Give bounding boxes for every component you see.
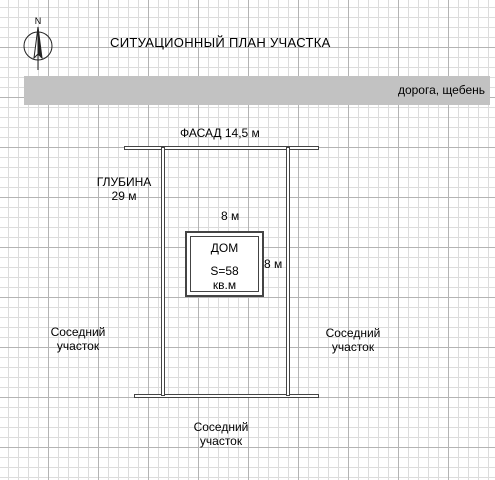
facade-label: ФАСАД 14,5 м: [180, 126, 260, 140]
house-inner-wall: [190, 236, 259, 292]
neighbor-bottom: Соседний участок: [181, 420, 261, 448]
plot-boundary-front: [124, 146, 319, 150]
house-area-unit: кв.м: [212, 278, 237, 292]
neighbor-bottom-line1: Соседний: [193, 420, 249, 434]
house-height-label: 8 м: [264, 257, 283, 271]
neighbor-right-line1: Соседний: [325, 326, 381, 340]
house: ДОМ S=58 кв.м: [185, 231, 264, 297]
depth-label: ГЛУБИНА 29 м: [94, 175, 154, 203]
house-width-label: 8 м: [221, 209, 240, 223]
compass-letter: N: [35, 16, 42, 26]
neighbor-right-line2: участок: [331, 340, 375, 354]
depth-label-line1: ГЛУБИНА: [96, 175, 152, 189]
neighbor-left-line1: Соседний: [50, 325, 106, 339]
house-area: S=58: [210, 264, 239, 278]
neighbor-right: Соседний участок: [313, 326, 393, 354]
neighbor-left-line2: участок: [56, 339, 100, 353]
plot-boundary-back: [134, 394, 319, 398]
road: дорога, щебень: [24, 76, 490, 105]
road-label: дорога, щебень: [397, 83, 485, 97]
plot-boundary-right: [286, 147, 290, 396]
north-compass-icon: N: [23, 16, 53, 70]
plan-title: СИТУАЦИОННЫЙ ПЛАН УЧАСТКА: [110, 35, 331, 50]
neighbor-left: Соседний участок: [38, 325, 118, 353]
neighbor-bottom-line2: участок: [199, 434, 243, 448]
house-name: ДОМ: [210, 241, 239, 255]
depth-label-line2: 29 м: [111, 189, 137, 203]
plot-boundary-left: [161, 147, 165, 396]
